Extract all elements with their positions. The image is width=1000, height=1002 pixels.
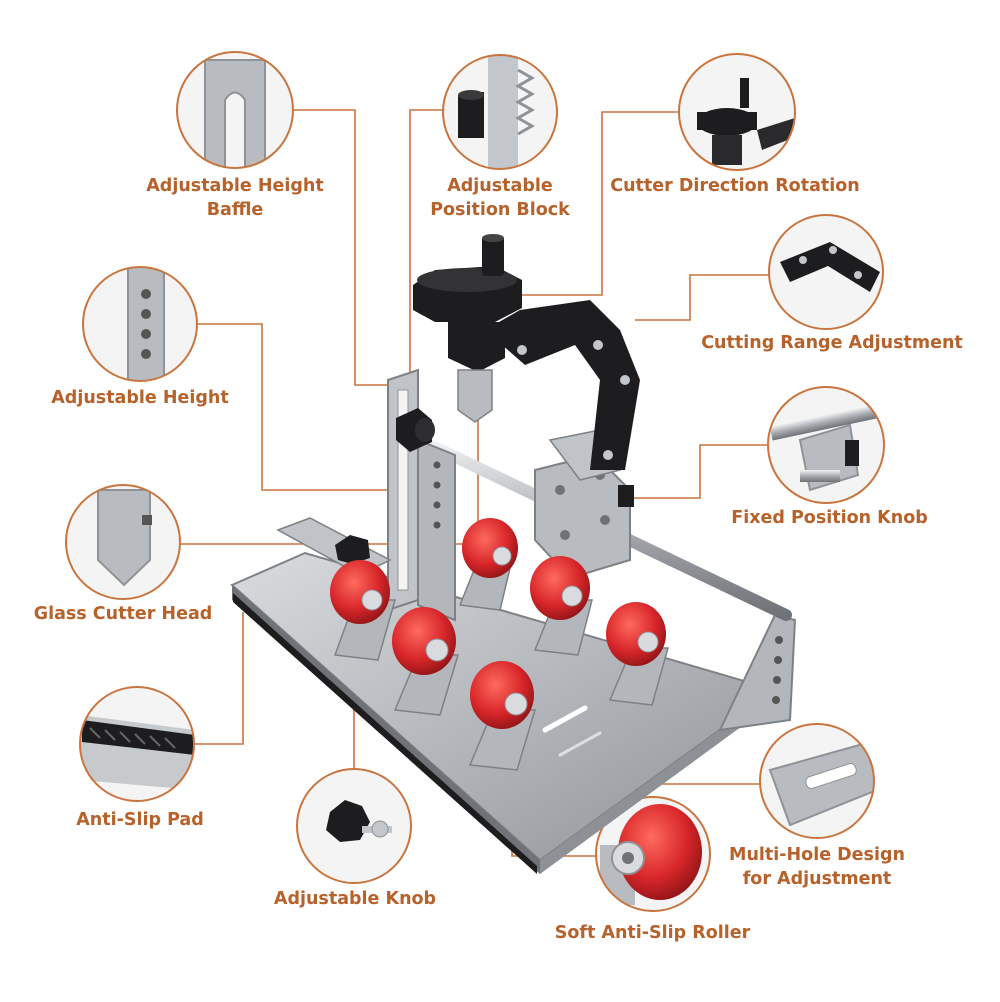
label-adjustable-knob: Adjustable Knob [273, 889, 437, 909]
label-baffle-line-1: Adjustable Height [146, 176, 324, 196]
detail-adjustable-height [82, 266, 198, 382]
label-multi-hole-line-2: for Adjustment [742, 869, 892, 889]
label-multi-hole-design: Multi-Hole Design for Adjustment [712, 843, 922, 891]
leader-cutter-rotation [500, 111, 681, 296]
label-adjustable-position-block: Adjustable Position Block [400, 174, 600, 222]
leader-position-block [409, 109, 444, 420]
roller-set [330, 518, 669, 771]
label-adjustable-height: Adjustable Height [51, 388, 229, 408]
detail-cutter-rotation [678, 53, 796, 171]
leader-adjustable-height [197, 323, 445, 491]
detail-fixed-knob [767, 386, 885, 504]
detail-multi-hole [759, 723, 875, 839]
detail-cutting-range [768, 214, 884, 330]
label-multi-hole-line-1: Multi-Hole Design [729, 845, 905, 865]
side-bracket [718, 613, 797, 732]
cutter-head [457, 369, 493, 423]
glass-cutter-machine [230, 234, 797, 874]
label-position-block-line-1: Adjustable [447, 176, 553, 196]
label-position-block-line-2: Position Block [430, 200, 570, 220]
label-adjustable-height-baffle: Adjustable Height Baffle [130, 174, 340, 222]
label-fixed-position-knob: Fixed Position Knob [731, 508, 928, 528]
label-cutter-direction-rotation: Cutter Direction Rotation [610, 176, 860, 196]
label-baffle-line-2: Baffle [206, 200, 264, 220]
label-cutting-range-adjustment: Cutting Range Adjustment [701, 333, 963, 353]
detail-baffle [176, 51, 294, 169]
label-soft-anti-slip-roller: Soft Anti-Slip Roller [554, 923, 751, 943]
detail-adjustable-knob [296, 768, 412, 884]
leader-cutting-range [635, 274, 770, 321]
label-glass-cutter-head: Glass Cutter Head [33, 604, 213, 624]
anti-slip-strip [233, 593, 537, 874]
leader-fixed-knob [634, 444, 769, 499]
label-anti-slip-pad: Anti-Slip Pad [76, 810, 204, 830]
detail-anti-slip-pad [79, 686, 195, 802]
detail-cutter-head [65, 484, 181, 600]
leader-baffle [290, 109, 392, 386]
detail-position-block [442, 54, 558, 170]
leader-anti-slip-pad [195, 612, 244, 745]
